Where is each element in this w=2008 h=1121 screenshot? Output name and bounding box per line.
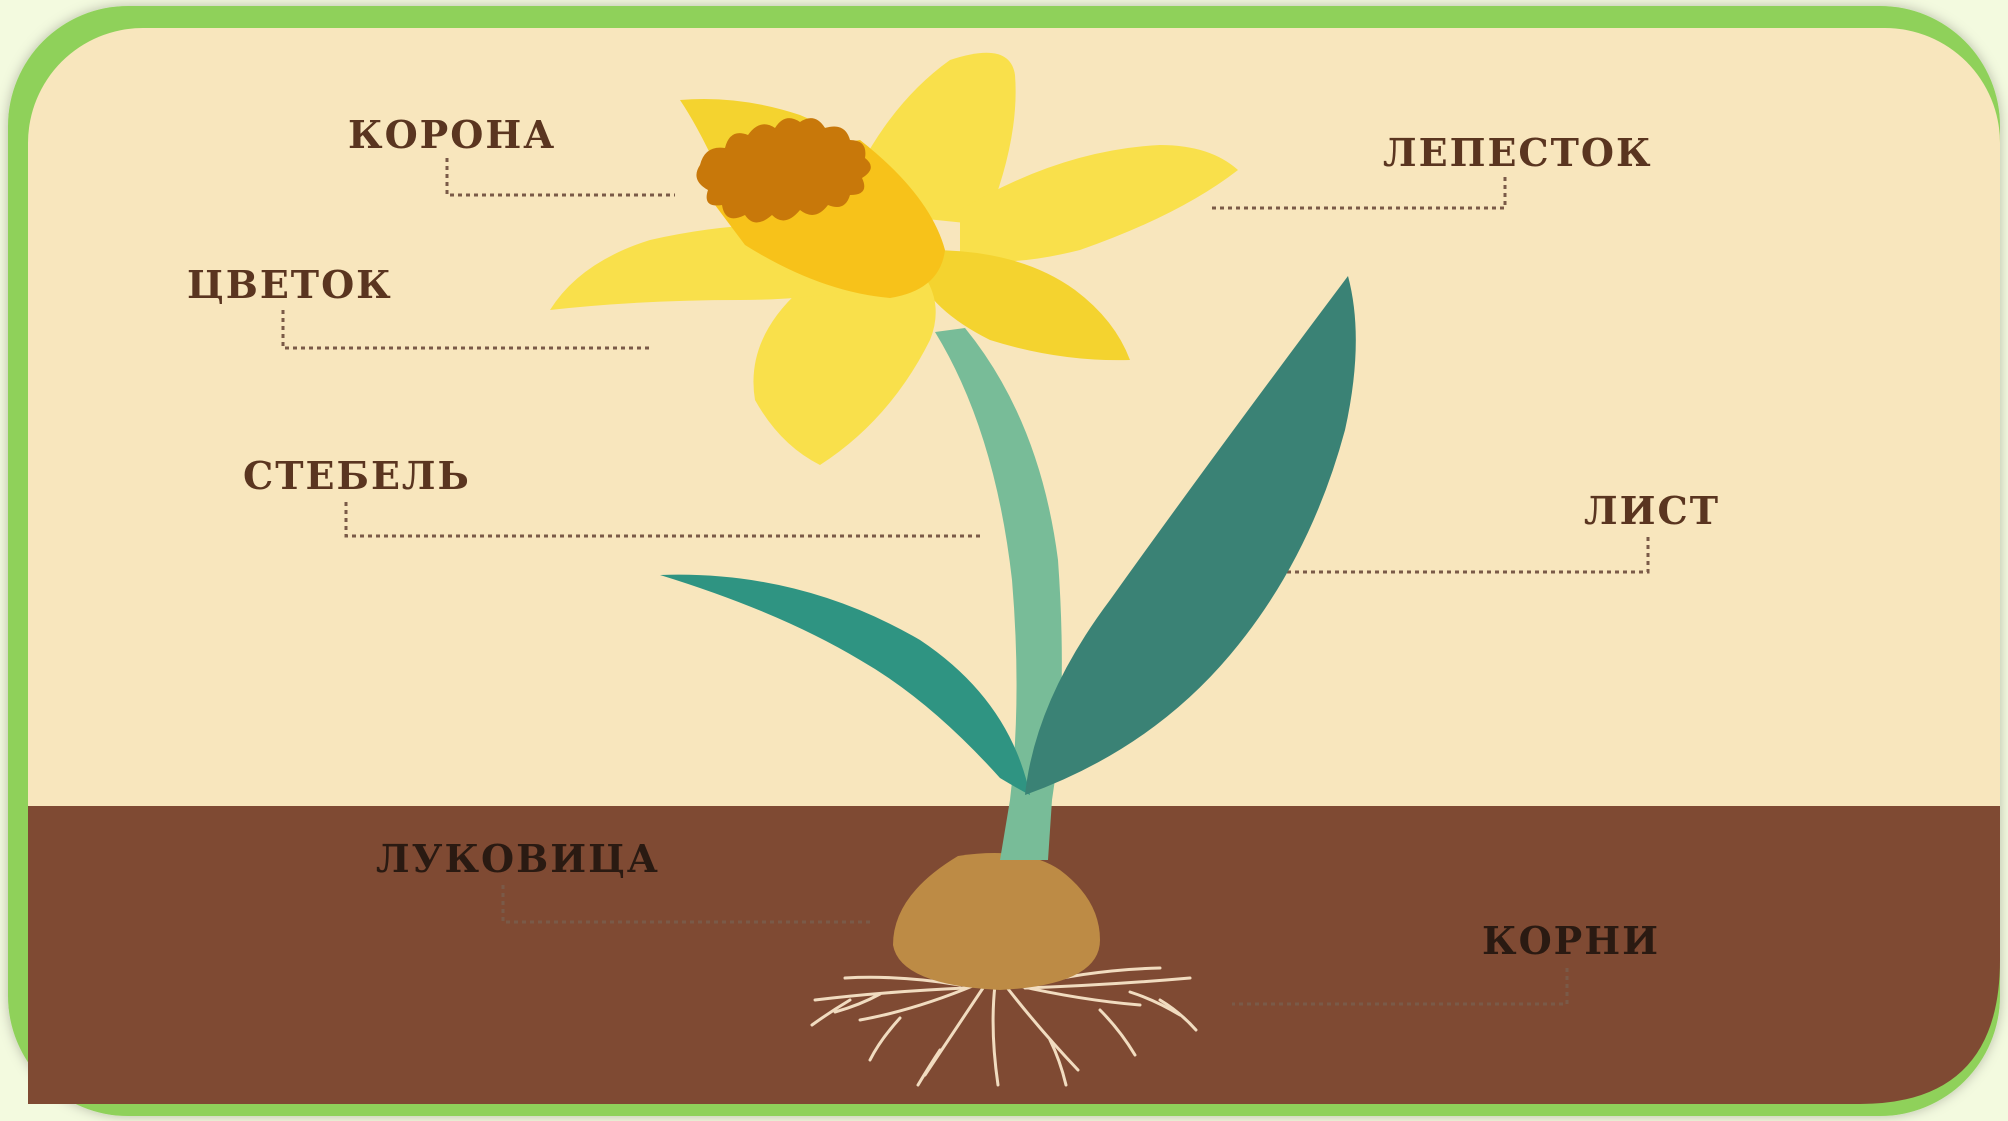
bulb-label: ЛУКОВИЦА: [376, 836, 660, 881]
flower-label: ЦВЕТОК: [187, 262, 393, 307]
leaf-label: ЛИСТ: [1584, 488, 1720, 533]
roots-label: КОРНИ: [1482, 918, 1660, 963]
stem-label: СТЕБЕЛЬ: [243, 453, 471, 498]
corona-label: КОРОНА: [348, 112, 556, 157]
petal-label: ЛЕПЕСТОК: [1383, 130, 1653, 175]
